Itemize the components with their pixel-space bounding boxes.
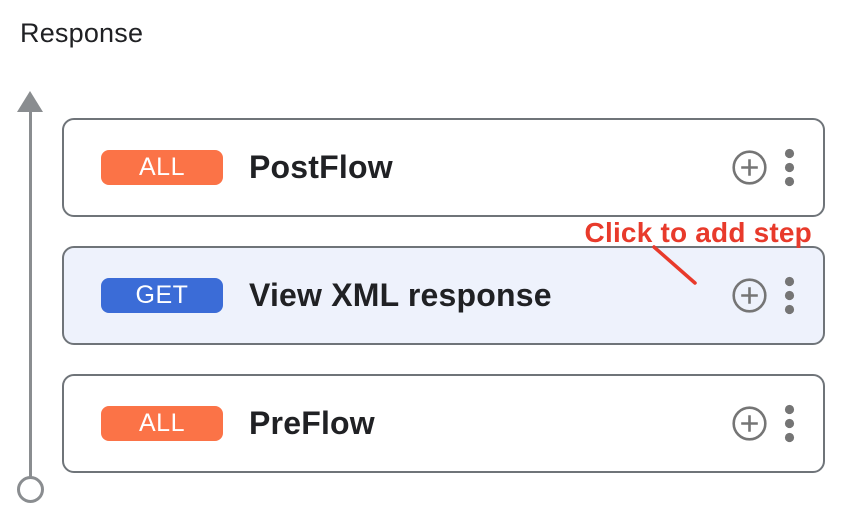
section-title: Response (20, 18, 144, 48)
flow-card-preflow[interactable]: ALL PreFlow (62, 374, 825, 473)
http-verb-badge: ALL (101, 406, 223, 441)
kebab-menu-icon (784, 404, 795, 443)
card-actions (731, 148, 795, 187)
flow-card-view-xml-response[interactable]: GET View XML response (62, 246, 825, 345)
more-options-button[interactable] (784, 404, 795, 443)
flow-name-label: PreFlow (249, 405, 375, 441)
arrow-up-icon (17, 91, 43, 112)
plus-circle-icon (732, 278, 767, 313)
card-actions (731, 276, 795, 315)
add-step-button[interactable] (731, 277, 768, 314)
flow-name-label: View XML response (249, 277, 552, 313)
more-options-button[interactable] (784, 148, 795, 187)
plus-circle-icon (732, 150, 767, 185)
kebab-menu-icon (784, 148, 795, 187)
card-actions (731, 404, 795, 443)
flow-card-list: ALL PostFlow GET View XML response (62, 118, 825, 502)
add-step-button[interactable] (731, 149, 768, 186)
flow-card-postflow[interactable]: ALL PostFlow (62, 118, 825, 217)
kebab-menu-icon (784, 276, 795, 315)
more-options-button[interactable] (784, 276, 795, 315)
http-verb-badge: GET (101, 278, 223, 313)
http-verb-badge: ALL (101, 150, 223, 185)
flow-origin-circle-icon (17, 476, 44, 503)
add-step-button[interactable] (731, 405, 768, 442)
flow-direction-line (29, 110, 32, 477)
flow-name-label: PostFlow (249, 149, 393, 185)
plus-circle-icon (732, 406, 767, 441)
annotation-text: Click to add step (584, 217, 812, 248)
